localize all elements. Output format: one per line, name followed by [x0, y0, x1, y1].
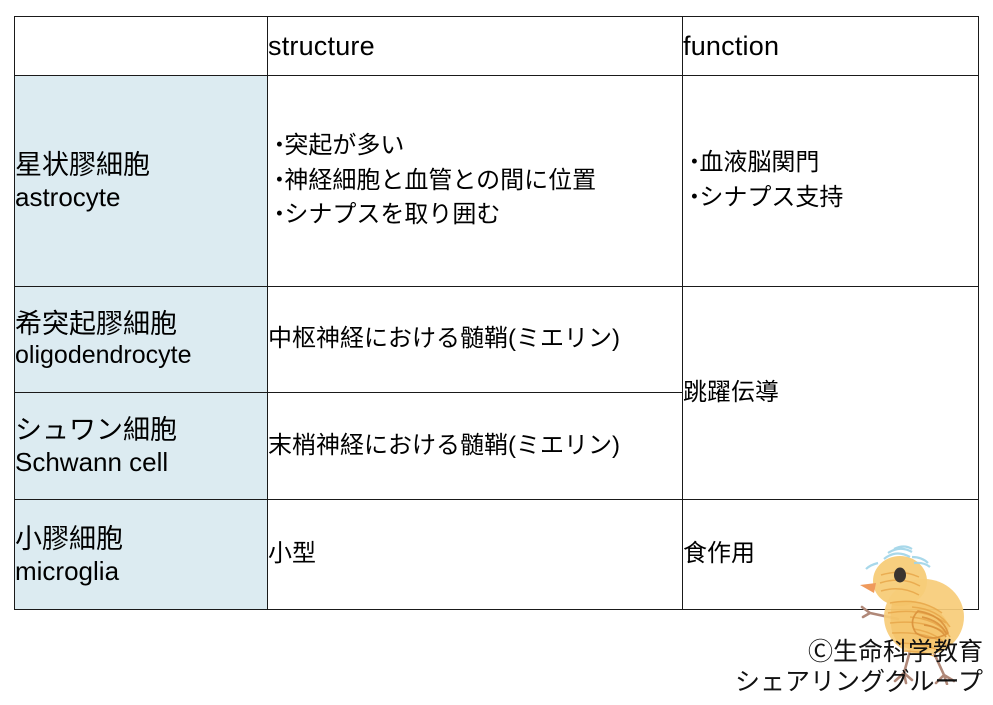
list-item-text: 突起が多い — [284, 131, 405, 159]
cell-structure-microglia: 小型 — [267, 499, 683, 610]
name-jp-microglia: 小膠細胞 — [15, 523, 123, 554]
table-row-oligodendrocyte: 希突起膠細胞 oligodendrocyte 中枢神経における髄鞘(ミエリン) … — [14, 286, 979, 500]
list-item: ・シナプスを取り囲む — [268, 198, 682, 233]
header-function: function — [682, 16, 979, 76]
cell-function-astrocyte: ・血液脳関門 ・シナプス支持 — [682, 75, 979, 287]
cell-name-astrocyte: 星状膠細胞 astrocyte — [14, 75, 268, 287]
bullet-icon: ・ — [683, 149, 706, 176]
list-item-text: 神経細胞と血管との間に位置 — [284, 166, 597, 194]
bullet-icon: ・ — [268, 131, 291, 158]
chick-wing — [911, 610, 950, 639]
glia-cell-comparison-table: structure function 星状膠細胞 astrocyte ・突起が多… — [14, 16, 979, 610]
list-item-text: 血液脳関門 — [699, 149, 820, 177]
list-item-text: シナプス支持 — [699, 184, 844, 211]
bullet-icon: ・ — [683, 184, 706, 210]
name-jp-oligodendrocyte: 希突起膠細胞 — [15, 309, 177, 340]
bullet-icon: ・ — [268, 201, 291, 228]
cell-structure-schwann-cell: 末梢神経における髄鞘(ミエリン) — [267, 392, 683, 500]
cell-name-oligodendrocyte: 希突起膠細胞 oligodendrocyte — [14, 286, 268, 393]
name-en-astrocyte: astrocyte — [15, 182, 121, 213]
list-item: ・神経細胞と血管との間に位置 — [268, 164, 682, 199]
name-en-oligodendrocyte: oligodendrocyte — [15, 341, 192, 370]
function-bullet-list-astrocyte: ・血液脳関門 ・シナプス支持 — [683, 146, 978, 216]
cell-function-myelin-merged: 跳躍伝導 — [682, 286, 979, 500]
cell-structure-astrocyte: ・突起が多い ・神経細胞と血管との間に位置 ・シナプスを取り囲む — [267, 75, 683, 287]
table-row-schwann-cell: シュワン細胞 Schwann cell 末梢神経における髄鞘(ミエリン) — [14, 392, 979, 500]
header-structure: structure — [267, 16, 683, 76]
table-header-row: structure function — [14, 16, 979, 76]
watermark-line-1: Ⓒ生命科学教育 — [807, 638, 983, 666]
structure-bullet-list-astrocyte: ・突起が多い ・神経細胞と血管との間に位置 ・シナプスを取り囲む — [268, 129, 682, 233]
name-en-microglia: microglia — [15, 555, 120, 586]
list-item-text: シナプスを取り囲む — [284, 201, 501, 229]
list-item: ・突起が多い — [268, 129, 682, 164]
copyright-watermark: Ⓒ生命科学教育 シェアリンググループ — [735, 638, 983, 697]
bullet-icon: ・ — [268, 166, 291, 193]
table-row-microglia: 小膠細胞 microglia 小型 食作用 — [14, 499, 979, 610]
name-jp-astrocyte: 星状膠細胞 — [15, 150, 150, 181]
list-item: ・血液脳関門 — [683, 146, 978, 181]
function-text-microglia: 食作用 — [683, 540, 755, 568]
list-item: ・シナプス支持 — [683, 181, 978, 216]
table-row-astrocyte: 星状膠細胞 astrocyte ・突起が多い ・神経細胞と血管との間に位置 ・シ… — [14, 75, 979, 287]
structure-text-microglia: 小型 — [268, 540, 316, 568]
structure-text-schwann-cell: 末梢神経における髄鞘(ミエリン) — [268, 431, 620, 459]
function-text-saltatory-conduction: 跳躍伝導 — [683, 378, 779, 406]
name-jp-schwann-cell: シュワン細胞 — [15, 415, 177, 446]
cell-name-schwann-cell: シュワン細胞 Schwann cell — [14, 392, 268, 500]
cell-name-microglia: 小膠細胞 microglia — [14, 499, 268, 610]
name-en-schwann-cell: Schwann cell — [15, 447, 169, 478]
watermark-line-2: シェアリンググループ — [734, 667, 983, 696]
cell-function-microglia: 食作用 — [682, 499, 979, 610]
cell-structure-oligodendrocyte: 中枢神経における髄鞘(ミエリン) — [267, 286, 683, 393]
header-blank-cell — [14, 16, 268, 76]
structure-text-oligodendrocyte: 中枢神経における髄鞘(ミエリン) — [268, 325, 620, 353]
